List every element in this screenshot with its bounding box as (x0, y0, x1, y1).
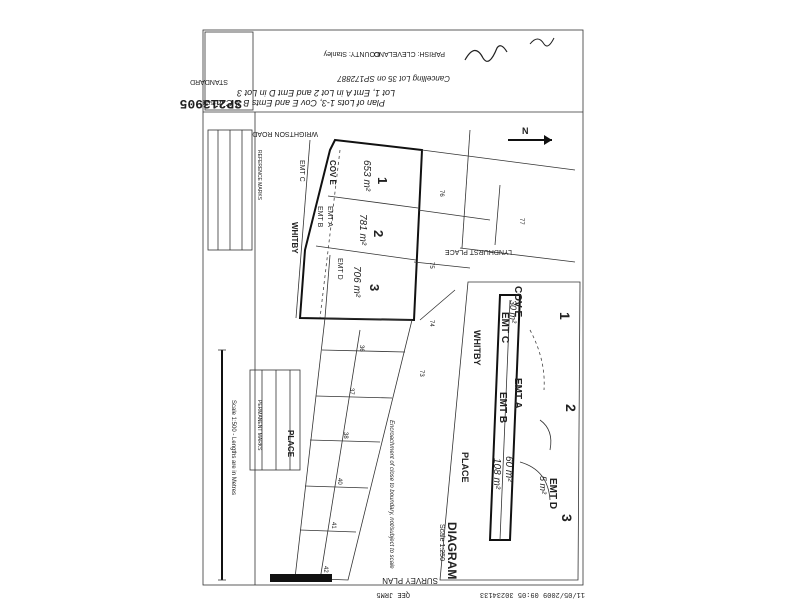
neighbour-lot-42: 42 (322, 566, 328, 573)
emt-d-label: EMT D (336, 258, 343, 280)
diagram-place: PLACE (460, 452, 470, 483)
diagram-emt-c-area: 30 m² (508, 300, 518, 324)
emt-a-label: EMT A (326, 206, 333, 227)
diagram-emt-c: EMT C (499, 312, 510, 343)
neighbour-lot-40: 40 (336, 478, 342, 485)
signature (464, 45, 508, 62)
footer-right: QEE JRM5 (376, 590, 410, 598)
diagram-emt-d: EMT D (547, 478, 558, 509)
diagram-emt-a: EMT A (512, 378, 523, 409)
lyndhurst-place: LYNDHURST PLACE (445, 248, 512, 255)
redaction-bar (270, 574, 332, 582)
neighbour-lot-41: 41 (330, 522, 336, 529)
permanent-marks-table: PERMANENT MARKS (249, 369, 301, 471)
diagram-title: DIAGRAM (445, 522, 459, 579)
neighbour-lot-37: 37 (348, 388, 354, 395)
title-line-3: Cancelling Lot 35 on SP172887 (337, 74, 450, 83)
title-line-1: Plan of Lots 1-3, Cov E and Emts B & C i… (216, 98, 385, 108)
footer-stamp: 11/05/2009 09:05 30234133 (480, 590, 585, 598)
neighbour-lot-77: 77 (518, 218, 524, 225)
permanent-marks-title: PERMANENT MARKS (256, 400, 262, 451)
cov-e-label: COV E (328, 160, 337, 186)
neighbour-lot-73: 73 (418, 370, 424, 377)
neighbour-lot-76: 76 (438, 190, 444, 197)
diagram-lot-1: 1 (557, 312, 573, 320)
title-block: SP213905 STANDARD 1:500 Plan of Lots 1-3… (179, 31, 555, 111)
lot-1-label: 1 (375, 177, 390, 184)
lot-2-area: 781 m² (357, 214, 368, 246)
plan-border (202, 29, 584, 586)
neighbour-lot-36: 36 (358, 345, 364, 352)
reference-marks-table: REFERENCE MARKS (207, 129, 262, 251)
diagram-scale: Scale 1:250 (438, 524, 445, 561)
scale-note: Scale 1:500 - Lengths are in Metres (230, 400, 236, 495)
neighbour-lot-74: 74 (428, 320, 434, 327)
emt-b-label: EMT B (316, 206, 323, 228)
neighbour-lots-lower (294, 317, 413, 581)
north-arrow-icon: N (508, 126, 552, 145)
diagram-cov-e: COV E (512, 286, 523, 317)
lot-2-label: 2 (371, 230, 386, 237)
main-survey: 1 2 3 653 m² 781 m² 706 m² COV E EMT C E… (252, 126, 576, 581)
lot2-3-boundary (315, 245, 417, 261)
parish: PARISH: CLEVELAND (374, 50, 445, 57)
diagram-area-60: 60 m² (503, 456, 514, 482)
lot-3-area: 706 m² (351, 266, 362, 298)
title-line-2: Lot 1, Emt A in Lot 2 and Emt D in Lot 3 (237, 88, 395, 98)
diagram-whitby: WHITBY (472, 330, 482, 366)
neighbour-lot-75: 75 (428, 262, 434, 269)
diagram-emt-d-area: 5 m² (538, 476, 548, 495)
encroachment-note: Encroachment of close to boundary, not/s… (388, 420, 394, 569)
diagram-emt-b: EMT B (497, 392, 508, 423)
diagram-inset: 1 2 3 COV E EMT C 30 m² EMT A EMT B EMT … (438, 281, 581, 581)
survey-plan-label: SURVEY PLAN (382, 576, 438, 585)
scale-bar: Scale 1:500 - Lengths are in Metres (218, 349, 236, 581)
diagram-outline (439, 281, 581, 581)
scale-main: 1:500 (202, 98, 220, 105)
reference-marks-title: REFERENCE MARKS (256, 150, 262, 201)
lot-1-area: 653 m² (361, 160, 372, 192)
neighbour-lot-38: 38 (342, 432, 348, 439)
standard-label: STANDARD (190, 78, 228, 85)
lot1-2-boundary (327, 195, 419, 209)
whitby-main: WHITBY (290, 222, 299, 254)
diagram-area-108: 108 m² (491, 458, 502, 490)
signature-2 (529, 37, 555, 47)
wrightson-road: WRIGHTSON ROAD (252, 130, 318, 137)
lot3-side (324, 254, 331, 319)
county: COUNTY: Stanley (323, 50, 380, 57)
diagram-lot-2: 2 (563, 404, 579, 412)
emt-c-label: EMT C (298, 160, 305, 182)
plan-number: SP213905 (179, 96, 242, 111)
emt-d-curve (519, 461, 551, 501)
diagram-lot-3: 3 (559, 514, 575, 522)
place-main: PLACE (286, 430, 295, 458)
lot-3-label: 3 (367, 284, 382, 291)
svg-text:N: N (522, 126, 529, 136)
